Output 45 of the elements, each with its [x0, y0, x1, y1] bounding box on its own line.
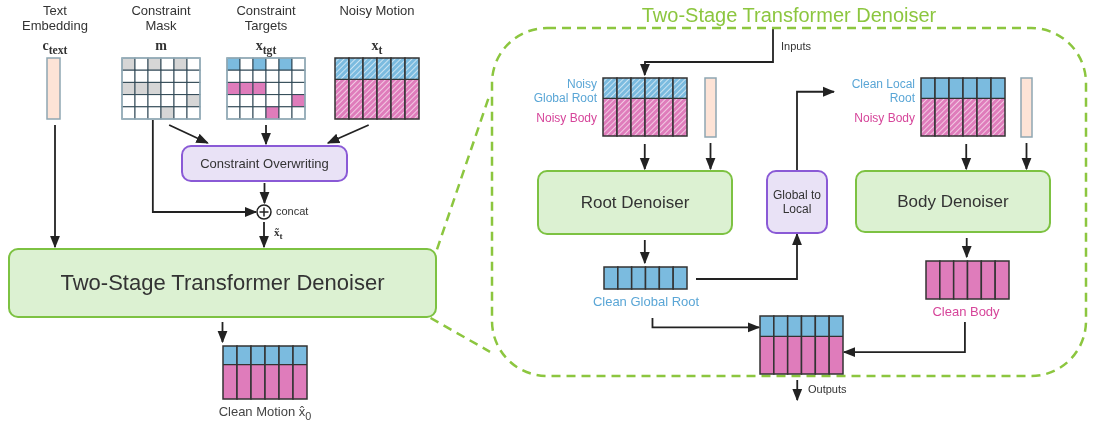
arrow [151, 119, 258, 218]
operation-label: concat [276, 205, 309, 218]
output-label: Clean Body [931, 305, 1001, 320]
output-label: Clean Global Root [592, 295, 700, 310]
arrow [705, 142, 716, 171]
edge-label: Inputs [779, 40, 813, 54]
arrow [49, 124, 61, 249]
row-label: Noisy Body [535, 112, 597, 126]
output-label: Clean Motion x̂$_{0}$ [217, 405, 313, 423]
zoom-line [429, 316, 491, 353]
arrow [639, 143, 650, 171]
math-symbol: x$_{tgt}$ [254, 38, 278, 58]
input-label: Constraint Mask [130, 4, 192, 34]
arrow [259, 182, 270, 205]
arrow [260, 124, 272, 146]
input-label: Constraint Targets [235, 4, 297, 34]
process-box: Root Denoiser [537, 170, 733, 235]
arrow [695, 232, 803, 280]
arrow [796, 86, 836, 171]
row-label: Noisy Global Root [532, 78, 597, 106]
process-box: Global to Local [766, 170, 828, 234]
arrow [168, 124, 209, 144]
arrow [217, 321, 228, 344]
edge-label: Outputs [806, 383, 849, 397]
arrow [961, 143, 972, 171]
process-box: Body Denoiser [855, 170, 1051, 233]
math-symbol: c$_{text}$ [41, 38, 69, 58]
region-title: Two-Stage Transformer Denoiser [640, 4, 938, 27]
arrow [326, 124, 370, 144]
arrow [639, 27, 774, 77]
arrow [961, 237, 972, 259]
arrow [842, 321, 966, 358]
arrow [792, 379, 803, 402]
process-box: Constraint Overwriting [181, 145, 348, 182]
math-symbol: x$_{t}$ [370, 38, 384, 58]
input-label: Noisy Motion [338, 4, 416, 19]
arrow [639, 239, 650, 265]
row-label: Noisy Body [853, 112, 915, 126]
arrow [258, 221, 270, 249]
row-label: Clean Local Root [850, 78, 915, 106]
arrow [651, 317, 761, 333]
math-symbol: m [154, 38, 168, 55]
process-box: Two-Stage Transformer Denoiser [8, 248, 437, 318]
arrow [1021, 142, 1032, 171]
input-label: Text Embedding [21, 4, 89, 34]
